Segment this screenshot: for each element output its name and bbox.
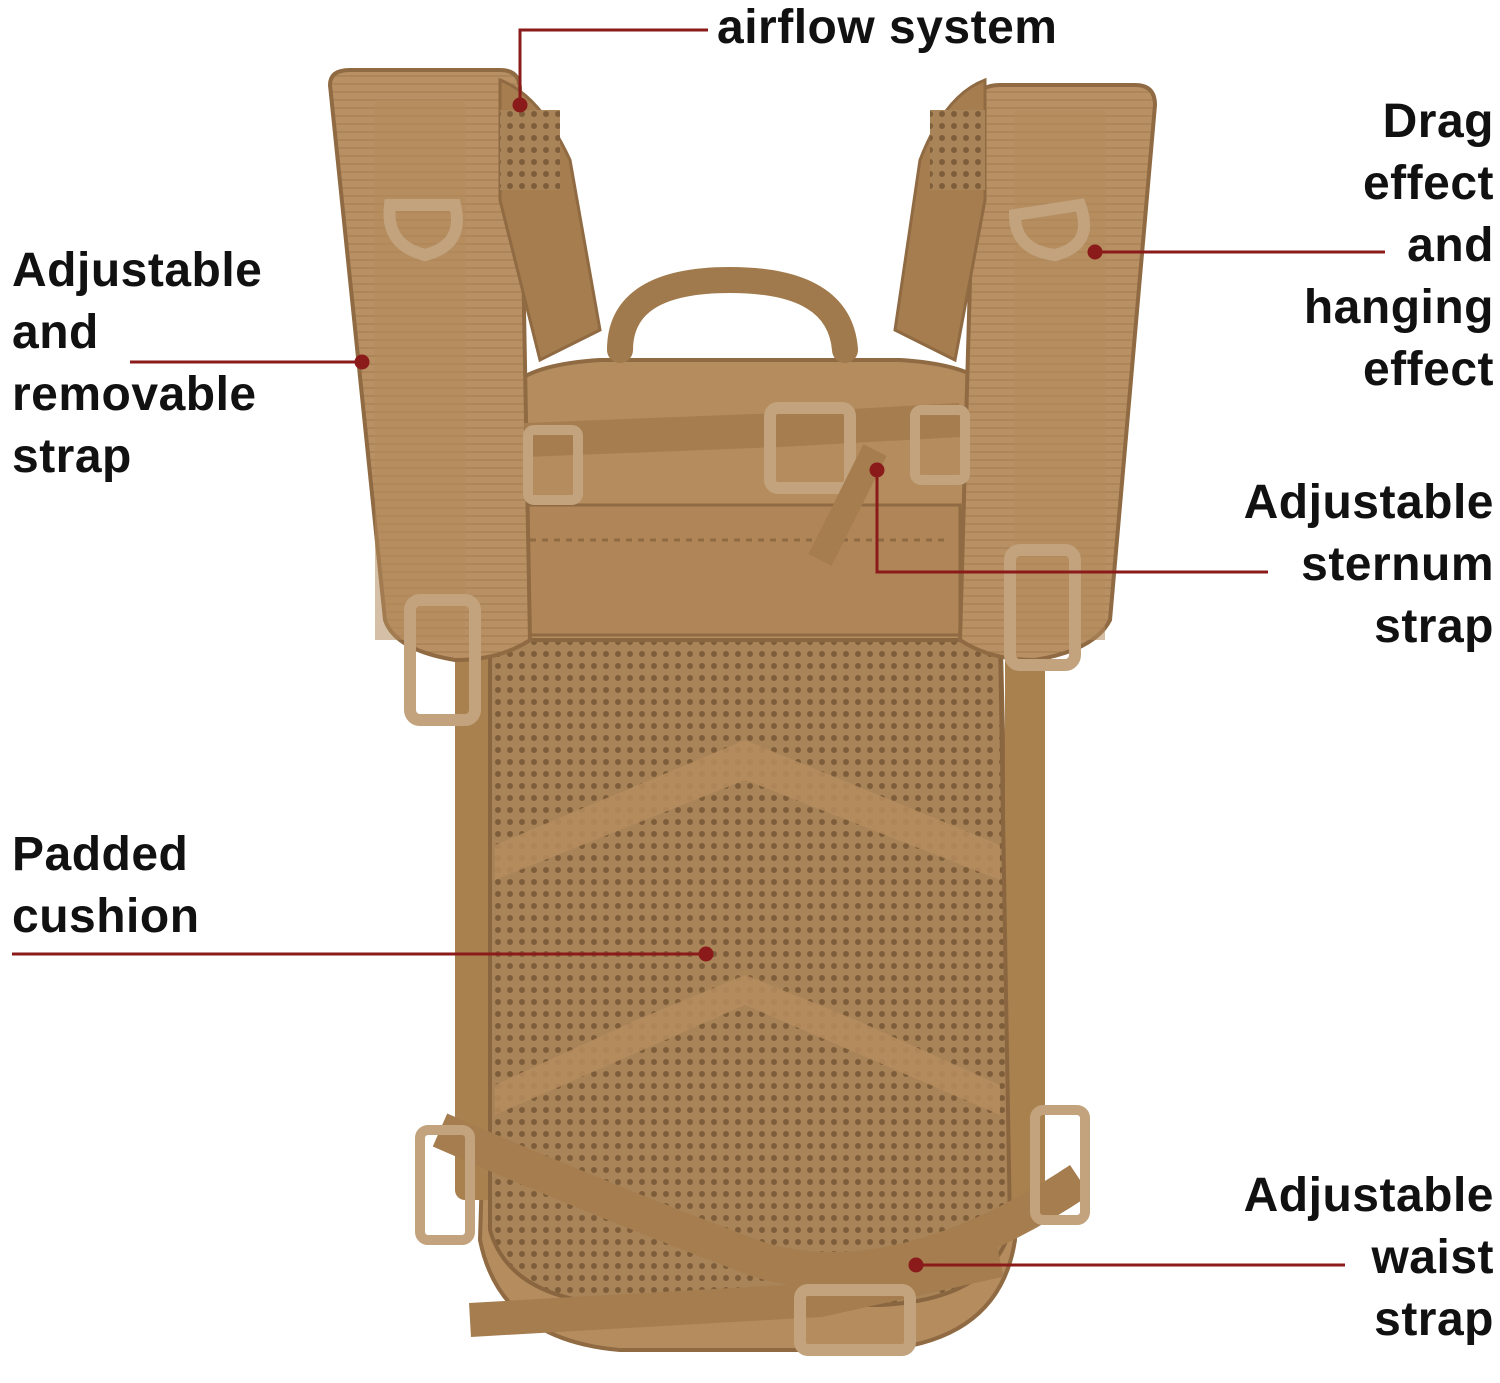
callout-airflow: airflow system	[717, 0, 1057, 59]
callout-cushion-line: cushion	[12, 890, 200, 943]
callout-sternum-line: sternum	[1301, 538, 1494, 591]
callout-drag-line: effect	[1362, 157, 1494, 210]
callout-cushion-line: Padded	[12, 828, 189, 881]
right-strap-buckle	[1004, 544, 1081, 671]
callout-shoulder-line: removable	[12, 368, 257, 421]
sternum-strap	[523, 402, 970, 566]
left-shoulder-strap	[327, 68, 602, 663]
mesh-back-panel	[488, 638, 1013, 1307]
callout-waist-line: strap	[1374, 1293, 1494, 1346]
callout-drag-line: hanging	[1303, 281, 1494, 334]
callout-drag-hanging: Drag effect and hanging effect	[1304, 91, 1494, 401]
callout-removable-strap: Adjustable and removable strap	[12, 240, 262, 488]
callout-sternum-line: strap	[1374, 600, 1494, 653]
callout-drag-line: Drag	[1382, 95, 1494, 148]
upper-panel	[518, 503, 962, 637]
callout-drag-line: and	[1407, 219, 1494, 272]
right-d-ring	[1008, 198, 1090, 262]
left-strap-buckle	[404, 594, 481, 726]
leader-sternum	[875, 470, 1268, 574]
leader-lines	[12, 28, 1385, 1273]
callout-waist-line: waist	[1371, 1231, 1494, 1284]
left-d-ring	[383, 199, 463, 262]
callout-airflow-line: airflow system	[717, 1, 1058, 54]
top-handle	[607, 266, 858, 363]
leader-airflow	[518, 28, 708, 105]
callout-sternum-line: Adjustable	[1243, 476, 1494, 529]
callout-shoulder-line: strap	[12, 430, 132, 483]
callout-shoulder-line: and	[12, 306, 99, 359]
callout-padded-cushion: Padded cushion	[12, 824, 200, 948]
callout-drag-line: effect	[1362, 343, 1494, 396]
waist-strap	[415, 1105, 1090, 1356]
callout-waist-line: Adjustable	[1243, 1169, 1494, 1222]
callout-shoulder-line: Adjustable	[12, 244, 263, 297]
callout-sternum-strap: Adjustable sternum strap	[1244, 472, 1494, 658]
right-shoulder-strap	[893, 77, 1158, 663]
callout-waist-strap: Adjustable waist strap	[1244, 1165, 1494, 1351]
